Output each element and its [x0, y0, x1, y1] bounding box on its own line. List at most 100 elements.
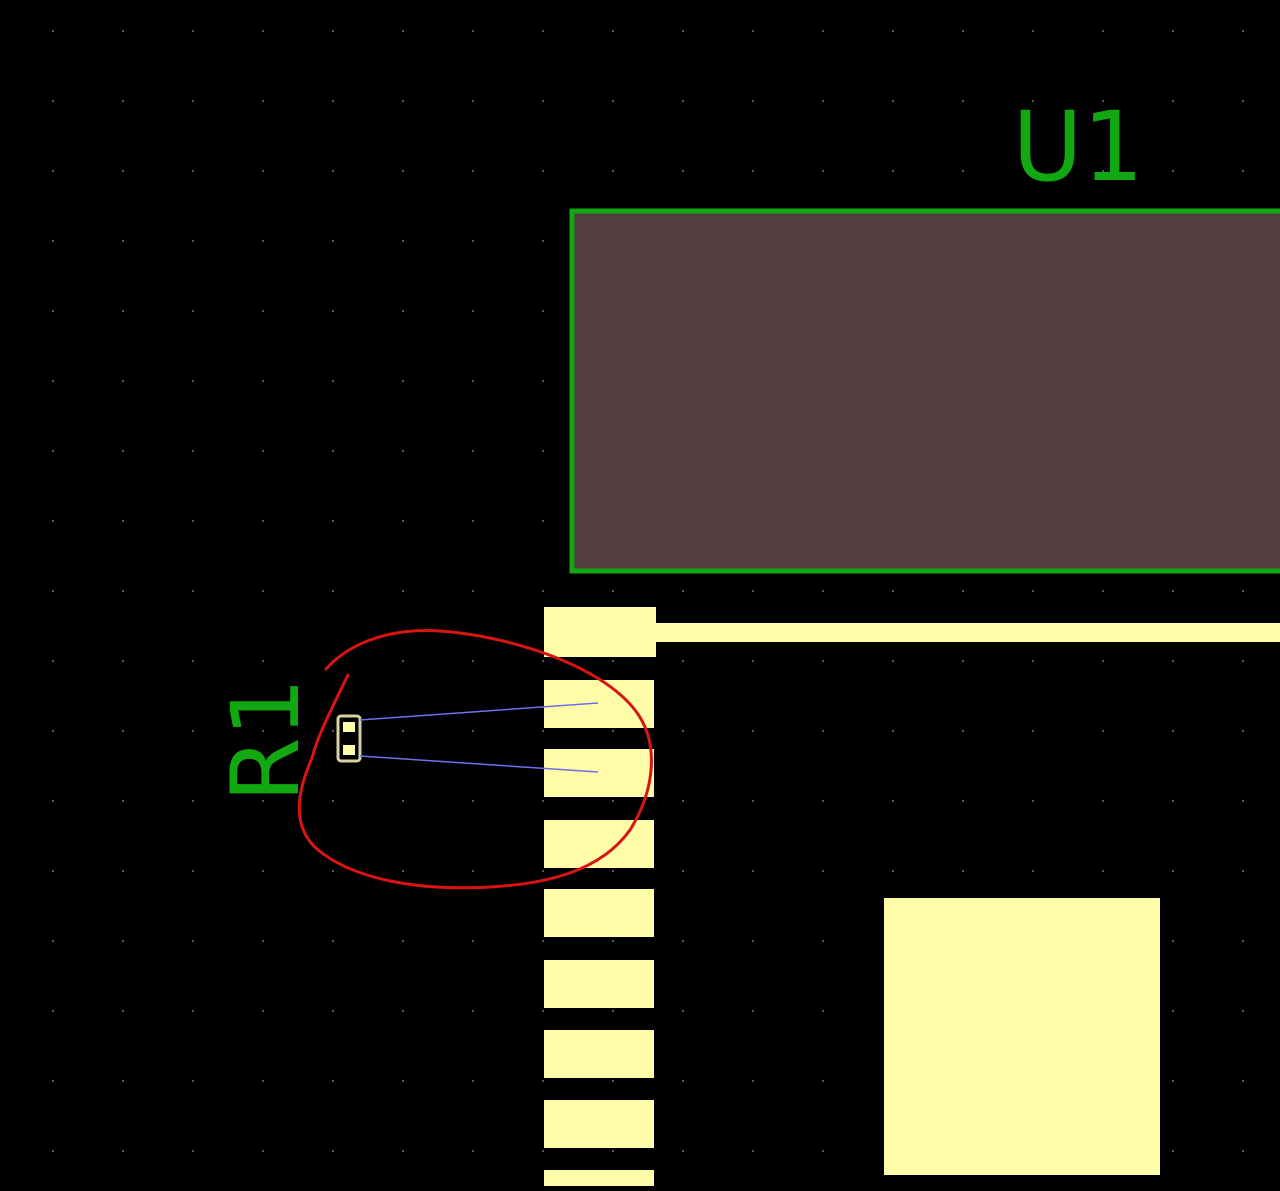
grid-dot — [52, 170, 54, 172]
grid-dot — [122, 730, 124, 732]
grid-dot — [1102, 590, 1104, 592]
u1-pad-5[interactable] — [544, 889, 654, 937]
grid-dot — [1242, 100, 1244, 102]
u1-pad-4[interactable] — [544, 820, 654, 868]
grid-dot — [1242, 730, 1244, 732]
grid-dot — [192, 1150, 194, 1152]
grid-dot — [542, 1080, 544, 1082]
grid-dot — [1242, 1010, 1244, 1012]
grid-dot — [402, 450, 404, 452]
grid-dot — [262, 590, 264, 592]
resistor-footprint-icon[interactable] — [336, 714, 362, 763]
grid-dot — [682, 800, 684, 802]
grid-dot — [542, 170, 544, 172]
grid-dot — [752, 1150, 754, 1152]
grid-dot — [192, 1080, 194, 1082]
grid-dot — [472, 1150, 474, 1152]
grid-dot — [122, 870, 124, 872]
grid-dot — [262, 520, 264, 522]
u1-body[interactable] — [569, 208, 1280, 574]
grid-dot — [542, 590, 544, 592]
grid-dot — [192, 590, 194, 592]
grid-dot — [752, 940, 754, 942]
r1-pad-top — [343, 722, 355, 732]
grid-dot — [332, 940, 334, 942]
grid-dot — [542, 1010, 544, 1012]
grid-dot — [52, 1150, 54, 1152]
r1-designator[interactable]: R1 — [212, 677, 321, 802]
grid-dot — [892, 170, 894, 172]
u1-pad-9[interactable] — [544, 1170, 654, 1191]
u1-designator[interactable]: U1 — [1012, 91, 1143, 203]
grid-dot — [1032, 100, 1034, 102]
u1-pad-1[interactable] — [544, 607, 656, 657]
grid-dot — [1172, 730, 1174, 732]
grid-dot — [962, 800, 964, 802]
grid-dot — [682, 660, 684, 662]
grid-dot — [332, 1080, 334, 1082]
grid-dot — [192, 30, 194, 32]
grid-dot — [1242, 800, 1244, 802]
grid-dot — [122, 800, 124, 802]
u1-pad-3[interactable] — [544, 749, 654, 797]
grid-dot — [752, 870, 754, 872]
grid-dot — [752, 100, 754, 102]
grid-dot — [472, 520, 474, 522]
grid-dot — [402, 940, 404, 942]
grid-dot — [612, 870, 614, 872]
grid-dot — [822, 590, 824, 592]
grid-dot — [52, 870, 54, 872]
u1-pad-6[interactable] — [544, 960, 654, 1008]
grid-dot — [402, 870, 404, 872]
copper-trace[interactable] — [654, 623, 1280, 642]
grid-dot — [962, 870, 964, 872]
grid-dot — [262, 100, 264, 102]
u1-large-pad[interactable] — [884, 898, 1160, 1175]
grid-dot — [332, 520, 334, 522]
grid-dot — [192, 870, 194, 872]
grid-dot — [1172, 870, 1174, 872]
grid-dot — [52, 800, 54, 802]
grid-dot — [402, 1080, 404, 1082]
grid-dot — [822, 940, 824, 942]
grid-dot — [752, 1010, 754, 1012]
grid-dot — [542, 940, 544, 942]
grid-dot — [472, 310, 474, 312]
grid-dot — [542, 730, 544, 732]
grid-dot — [612, 590, 614, 592]
annotation-circle — [297, 629, 653, 890]
grid-dot — [1172, 100, 1174, 102]
grid-dot — [822, 30, 824, 32]
grid-dot — [192, 1010, 194, 1012]
grid-dot — [332, 310, 334, 312]
grid-dot — [332, 800, 334, 802]
grid-dot — [122, 520, 124, 522]
grid-dot — [402, 1150, 404, 1152]
grid-dot — [262, 170, 264, 172]
grid-dot — [472, 870, 474, 872]
u1-pad-8[interactable] — [544, 1100, 654, 1148]
grid-dot — [122, 310, 124, 312]
grid-dot — [192, 380, 194, 382]
grid-dot — [1172, 1150, 1174, 1152]
grid-dot — [332, 1150, 334, 1152]
grid-dot — [472, 940, 474, 942]
u1-pad-7[interactable] — [544, 1030, 654, 1078]
grid-dot — [52, 450, 54, 452]
grid-dot — [892, 30, 894, 32]
grid-dot — [822, 660, 824, 662]
grid-dot — [262, 730, 264, 732]
grid-dot — [892, 730, 894, 732]
r1-center — [345, 734, 353, 743]
u1-pad-2[interactable] — [544, 680, 654, 728]
grid-dot — [52, 590, 54, 592]
grid-dot — [682, 870, 684, 872]
grid-dot — [122, 100, 124, 102]
grid-dot — [402, 800, 404, 802]
grid-dot — [682, 590, 684, 592]
grid-dot — [332, 100, 334, 102]
grid-dot — [262, 1010, 264, 1012]
grid-dot — [542, 100, 544, 102]
